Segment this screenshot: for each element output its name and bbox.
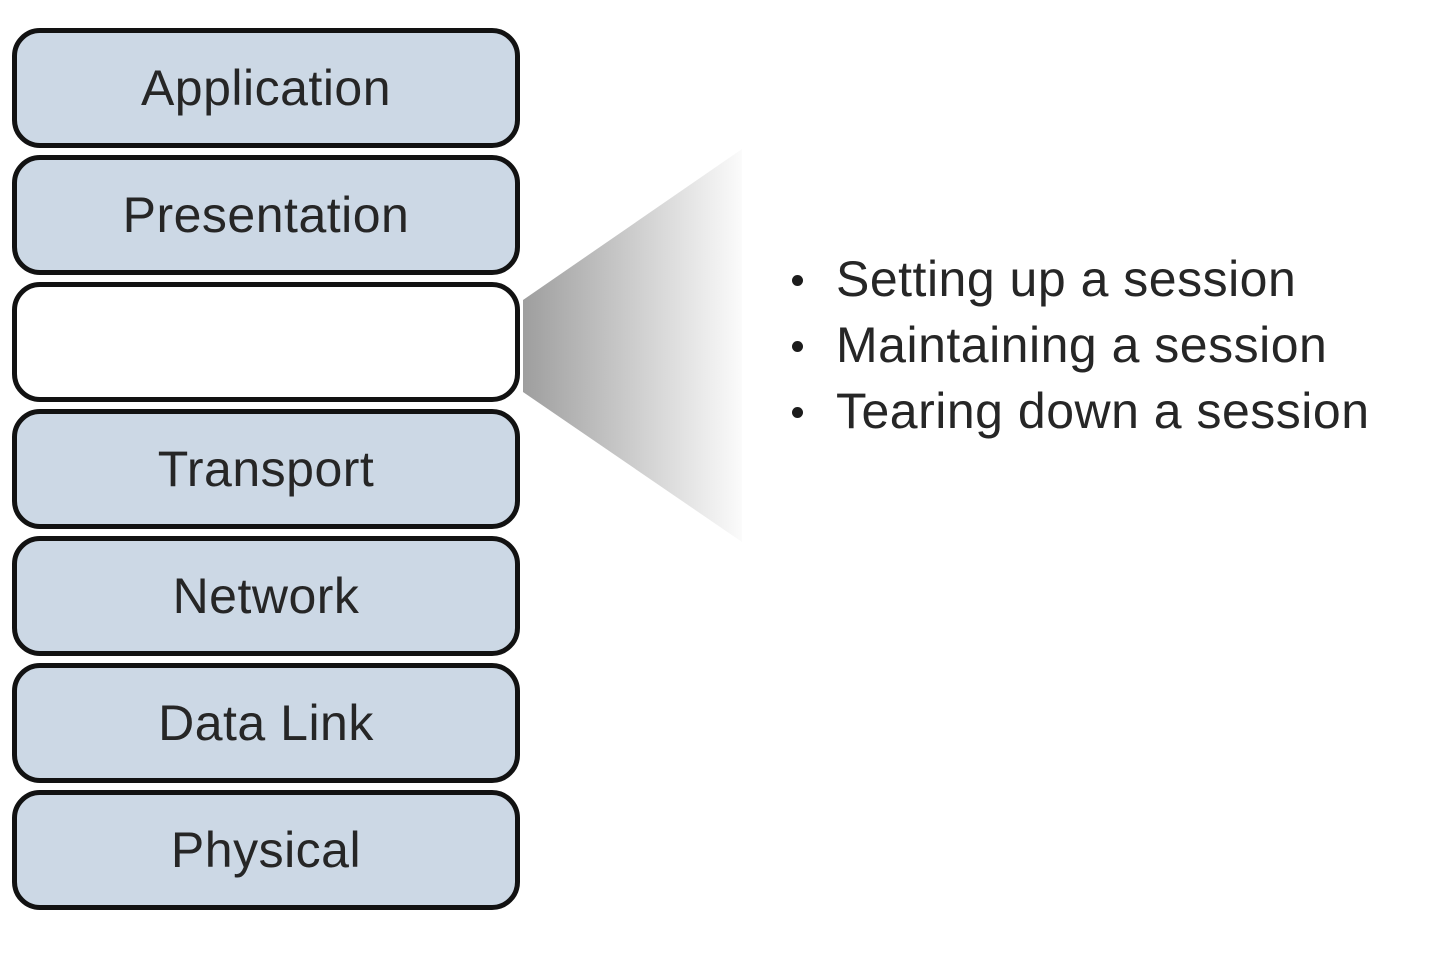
bullet-icon	[792, 407, 803, 418]
layer-network: Network	[12, 536, 520, 656]
osi-layer-stack: Application Presentation Transport Netwo…	[12, 28, 520, 917]
layer-application-label: Application	[140, 60, 392, 116]
layer-presentation-label: Presentation	[122, 187, 410, 243]
layer-physical: Physical	[12, 790, 520, 910]
layer-session-blank	[12, 282, 520, 402]
list-item: Tearing down a session	[790, 378, 1370, 444]
spotlight-triangle	[523, 149, 742, 542]
bullet-icon	[792, 341, 803, 352]
list-item: Setting up a session	[790, 246, 1370, 312]
layer-datalink-label: Data Link	[158, 695, 374, 751]
layer-datalink: Data Link	[12, 663, 520, 783]
layer-application: Application	[12, 28, 520, 148]
layer-transport-label: Transport	[157, 441, 375, 497]
list-item-text: Setting up a session	[836, 251, 1297, 307]
layer-transport: Transport	[12, 409, 520, 529]
layer-physical-label: Physical	[170, 822, 362, 878]
layer-presentation: Presentation	[12, 155, 520, 275]
list-item-text: Tearing down a session	[836, 383, 1370, 439]
bullet-icon	[792, 275, 803, 286]
session-functions-list: Setting up a session Maintaining a sessi…	[790, 246, 1370, 444]
layer-network-label: Network	[172, 568, 360, 624]
list-item-text: Maintaining a session	[836, 317, 1328, 373]
list-item: Maintaining a session	[790, 312, 1370, 378]
